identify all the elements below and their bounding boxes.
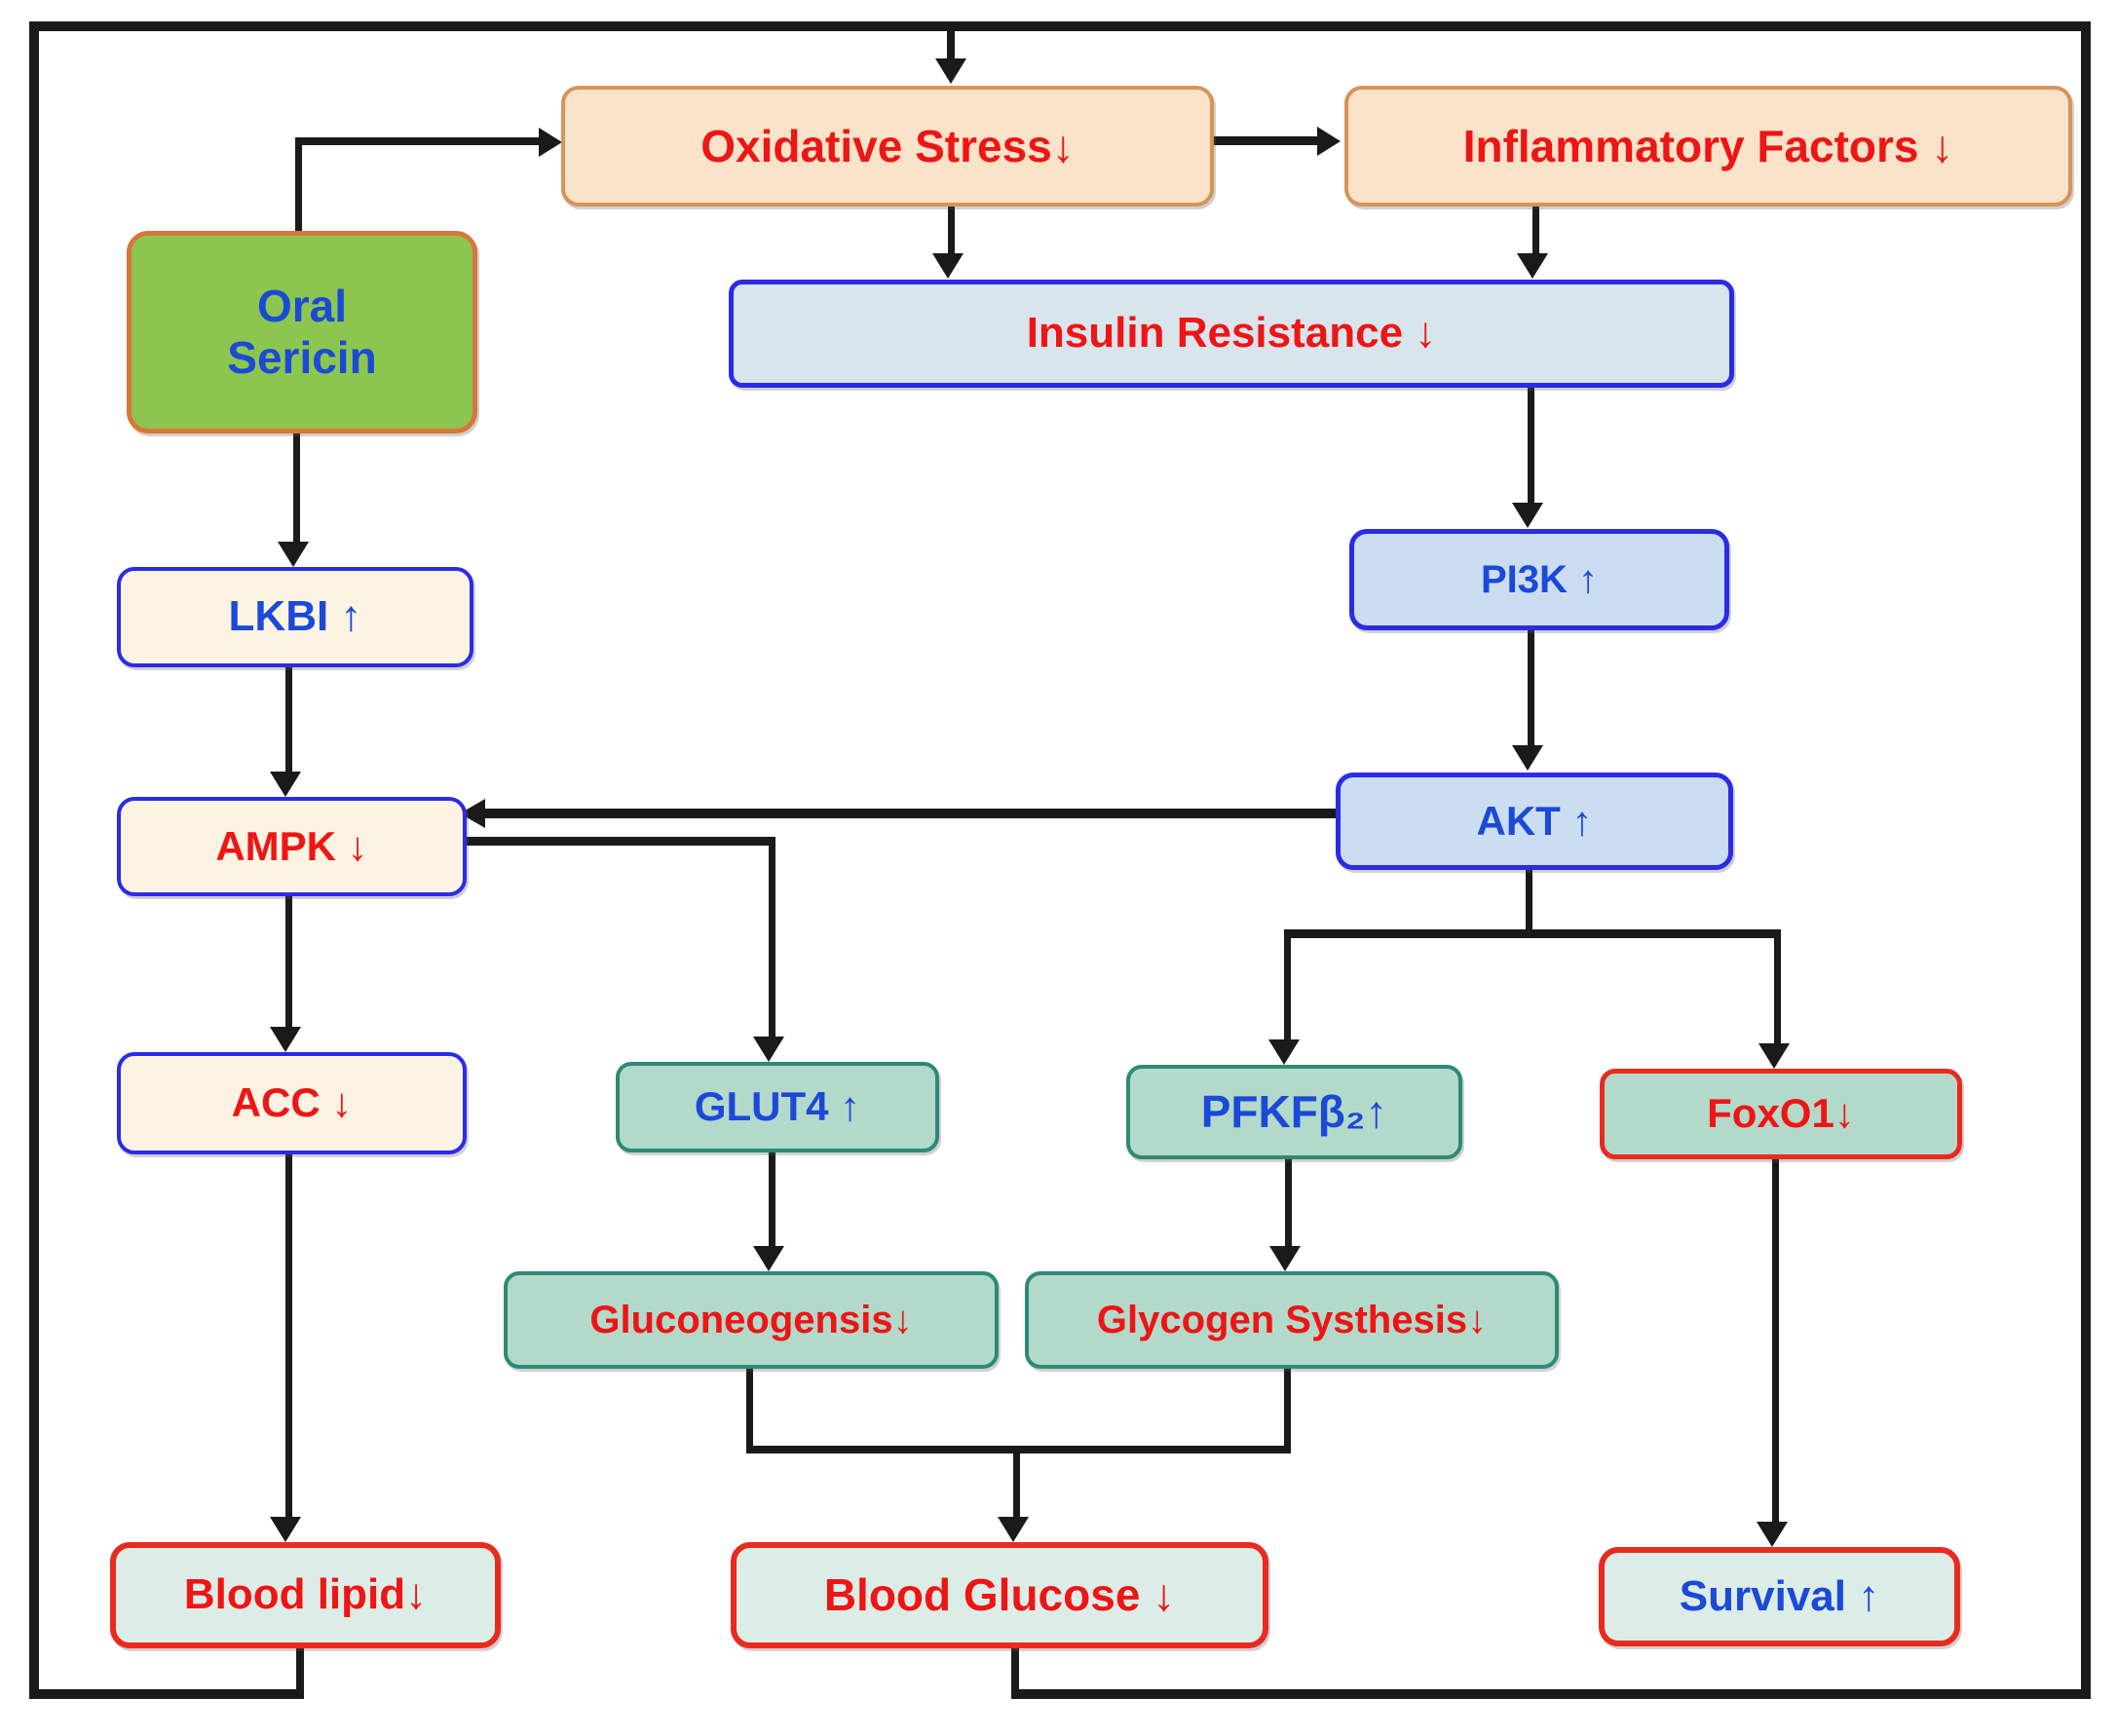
arrowhead-into-insulin-right bbox=[1517, 253, 1548, 279]
connector-sericin-to-lkbi bbox=[293, 424, 300, 544]
node-oral-sericin: Oral Sericin bbox=[127, 231, 477, 434]
border-bottom-right-line bbox=[1011, 1689, 2091, 1699]
node-label: PI3K ↑ bbox=[1480, 558, 1599, 601]
arrowhead-into-survival bbox=[1757, 1522, 1788, 1547]
node-label: AKT ↑ bbox=[1476, 797, 1593, 844]
arrowhead-into-oxidative-stress-top bbox=[935, 58, 966, 84]
connector-ampk-to-glut4-vertical bbox=[769, 837, 775, 1038]
connector-blood-glucose-to-border bbox=[1011, 1637, 1019, 1695]
connector-oxidative-to-inflammatory bbox=[1206, 136, 1321, 145]
node-label: Insulin Resistance ↓ bbox=[1026, 309, 1437, 358]
connector-sericin-up bbox=[295, 139, 302, 233]
arrowhead-into-ampk-top bbox=[270, 772, 301, 797]
node-label: Inflammatory Factors ↓ bbox=[1462, 120, 1954, 171]
node-inflammatory-factors: Inflammatory Factors ↓ bbox=[1344, 86, 2072, 207]
node-glycogen-systhesis: Glycogen Systhesis↓ bbox=[1025, 1271, 1559, 1369]
connector-blood-lipid-to-border bbox=[296, 1637, 304, 1695]
connector-akt-to-ampk bbox=[485, 809, 1336, 818]
node-label: LKBI ↑ bbox=[228, 592, 362, 641]
node-akt: AKT ↑ bbox=[1336, 773, 1733, 870]
connector-glut4-to-gluconeogensis bbox=[769, 1145, 775, 1248]
node-label-line2: Sericin bbox=[227, 332, 377, 383]
node-acc: ACC ↓ bbox=[117, 1052, 467, 1154]
arrowhead-into-akt bbox=[1512, 745, 1543, 771]
node-lkbi: LKBI ↑ bbox=[117, 567, 473, 667]
connector-insulin-to-pi3k bbox=[1528, 378, 1534, 505]
node-pi3k: PI3K ↑ bbox=[1349, 529, 1729, 630]
arrowhead-into-acc bbox=[270, 1027, 301, 1052]
connector-top-to-oxidative-stress bbox=[947, 31, 955, 60]
node-foxo1: FoxO1↓ bbox=[1600, 1069, 1962, 1159]
connector-acc-to-blood-lipid bbox=[285, 1147, 292, 1517]
connector-oxidative-to-insulin bbox=[948, 199, 955, 255]
border-left-line bbox=[29, 21, 39, 1699]
connector-ampk-to-glut4-horizontal bbox=[459, 837, 775, 846]
node-label: GLUT4 ↑ bbox=[694, 1083, 861, 1130]
arrowhead-into-blood-lipid bbox=[270, 1517, 301, 1542]
node-label: Oxidative Stress↓ bbox=[700, 120, 1075, 171]
arrowhead-into-gluconeogensis bbox=[753, 1246, 784, 1271]
node-blood-lipid: Blood lipid↓ bbox=[110, 1542, 501, 1648]
arrowhead-into-blood-glucose bbox=[998, 1517, 1029, 1542]
connector-lkbi-to-ampk bbox=[285, 660, 292, 774]
connector-gluconeogensis-down bbox=[746, 1361, 753, 1453]
node-oxidative-stress: Oxidative Stress↓ bbox=[561, 86, 1214, 207]
connector-sericin-to-oxidative-stress bbox=[295, 137, 539, 145]
node-label: Gluconeogensis↓ bbox=[589, 1299, 913, 1341]
connector-glycogen-down bbox=[1284, 1361, 1291, 1453]
node-label: AMPK ↓ bbox=[215, 822, 368, 869]
node-label: ACC ↓ bbox=[231, 1079, 353, 1126]
arrowhead-into-oxidative-stress-left bbox=[539, 128, 562, 157]
connector-inflammatory-to-insulin bbox=[1532, 199, 1539, 255]
arrowhead-into-glut4 bbox=[753, 1037, 784, 1062]
connector-branch-to-pfkfb2 bbox=[1284, 929, 1291, 1041]
border-bottom-left-line bbox=[29, 1689, 304, 1699]
node-label: PFKFβ₂↑ bbox=[1200, 1086, 1388, 1138]
arrowhead-into-insulin-left bbox=[932, 253, 964, 279]
node-label-line1: Oral bbox=[256, 281, 348, 332]
node-label: Glycogen Systhesis↓ bbox=[1096, 1299, 1488, 1341]
connector-join-to-blood-glucose bbox=[1013, 1446, 1020, 1517]
connector-pfkfb2-to-glycogen bbox=[1285, 1151, 1292, 1248]
arrowhead-into-foxo1 bbox=[1758, 1043, 1790, 1069]
arrowhead-into-pi3k bbox=[1512, 503, 1543, 528]
node-survival: Survival ↑ bbox=[1599, 1547, 1960, 1646]
border-right-line bbox=[2081, 21, 2091, 1699]
connector-akt-branch-stem bbox=[1526, 860, 1532, 933]
node-label: Blood lipid↓ bbox=[183, 1570, 428, 1619]
node-label: Blood Glucose ↓ bbox=[823, 1569, 1176, 1621]
arrowhead-into-lkbi bbox=[278, 542, 309, 567]
node-glut4: GLUT4 ↑ bbox=[616, 1062, 939, 1152]
node-label: Survival ↑ bbox=[1679, 1571, 1880, 1620]
connector-akt-branch-horizontal bbox=[1284, 929, 1781, 938]
connector-ampk-to-acc bbox=[285, 888, 292, 1029]
node-pfkfb2: PFKFβ₂↑ bbox=[1126, 1065, 1462, 1159]
node-blood-glucose: Blood Glucose ↓ bbox=[731, 1542, 1268, 1648]
node-insulin-resistance: Insulin Resistance ↓ bbox=[729, 280, 1734, 388]
arrowhead-into-glycogen bbox=[1269, 1246, 1301, 1271]
node-ampk: AMPK ↓ bbox=[117, 797, 467, 896]
connector-pi3k-to-akt bbox=[1528, 621, 1534, 745]
connector-foxo1-to-survival bbox=[1772, 1150, 1779, 1522]
arrowhead-into-pfkfb2 bbox=[1268, 1039, 1300, 1065]
connector-branch-to-foxo1 bbox=[1774, 929, 1781, 1044]
node-gluconeogensis: Gluconeogensis↓ bbox=[504, 1271, 999, 1369]
arrowhead-into-inflammatory-factors bbox=[1317, 127, 1341, 156]
node-label: FoxO1↓ bbox=[1707, 1090, 1855, 1137]
border-top-line bbox=[29, 21, 2091, 31]
